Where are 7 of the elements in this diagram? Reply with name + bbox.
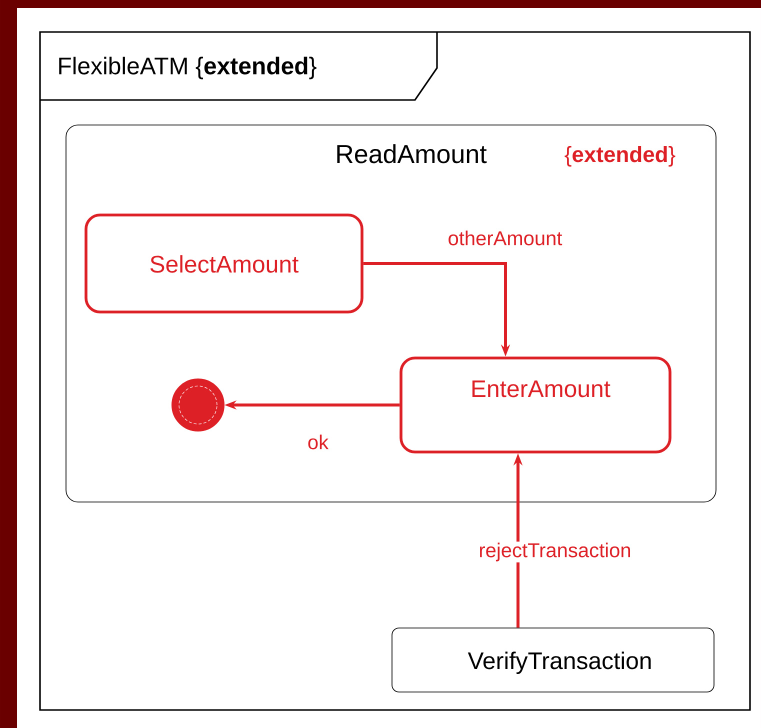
state-box: EnterAmount [400,356,672,454]
edge-label: otherAmount [446,230,564,246]
final-state [172,378,224,432]
state-box: SelectAmount [84,214,364,314]
edge-label: rejectTransaction [478,542,632,562]
state-box: VerifyTransaction [392,628,714,692]
edge-label: ok [306,434,330,450]
